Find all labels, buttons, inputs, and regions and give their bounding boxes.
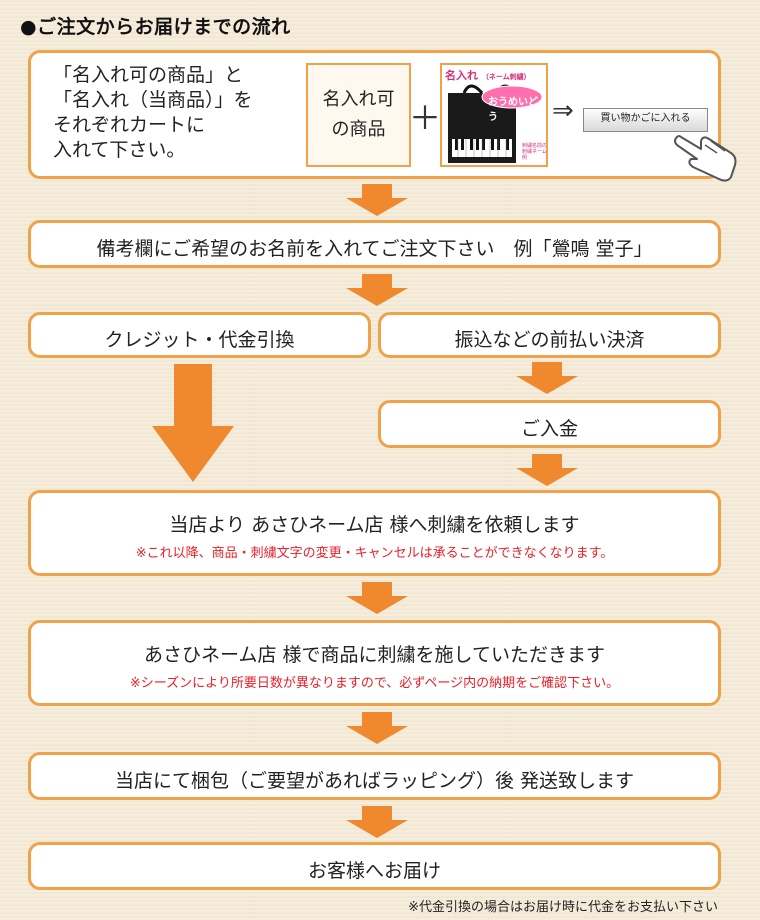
pointing-hand-icon bbox=[674, 135, 737, 182]
name-eligible-product-label: 名入れ可 の商品 bbox=[308, 85, 409, 145]
product-note: 刺繍名前の 刺繍ネーム例 bbox=[522, 143, 548, 161]
deposit-box: ご入金 bbox=[378, 400, 721, 448]
down-arrow-6 bbox=[346, 712, 408, 744]
step4-box: 当店より あさひネーム店 様へ刺繍を依頼します ※これ以降、商品・刺繍文字の変更… bbox=[28, 490, 721, 576]
product-subtitle-text: （ネーム刺繍） bbox=[481, 73, 531, 81]
down-arrow-7 bbox=[346, 806, 408, 838]
step6-box: 当店にて梱包（ご要望があればラッピング）後 発送致します bbox=[28, 752, 721, 800]
tote-bag-icon bbox=[448, 84, 543, 163]
step5-note: ※シーズンにより所要日数が異なりますので、必ずページ内の納期をご確認下さい。 bbox=[129, 676, 620, 691]
step5-box: あさひネーム店 様で商品に刺繍を施していただきます ※シーズンにより所要日数が異… bbox=[28, 620, 721, 706]
step2-box: 備考欄にご希望のお名前を入れてご注文下さい 例「鶯鳴 堂子」 bbox=[28, 220, 721, 268]
step6-text: 当店にて梱包（ご要望があればラッピング）後 発送致します bbox=[114, 770, 635, 792]
add-to-cart-button[interactable]: 買い物かごに入れる bbox=[583, 108, 708, 132]
down-arrow-1 bbox=[346, 184, 408, 216]
step5-text: あさひネーム店 様で商品に刺繍を施していただきます bbox=[144, 644, 605, 666]
step1-line-3: それぞれカートに bbox=[53, 114, 206, 136]
name-embroidery-product-image: 名入れ （ネーム刺繍） おうめいどう 刺繍名前の 刺繍ネーム例 bbox=[440, 63, 548, 167]
card-label-line-2: の商品 bbox=[331, 119, 386, 140]
down-arrow-4 bbox=[516, 454, 578, 486]
card-label-line-1: 名入れ可 bbox=[322, 89, 395, 110]
step1-box: 「名入れ可の商品」と 「名入れ（当商品）」を それぞれカートに 入れて下さい。 … bbox=[28, 50, 737, 182]
product-title: 名入れ （ネーム刺繍） bbox=[445, 67, 531, 83]
down-arrow-5 bbox=[346, 582, 408, 614]
step7-text: お客様へお届け bbox=[307, 860, 441, 882]
right-arrow-icon: ⇒ bbox=[552, 96, 574, 126]
down-arrow-3 bbox=[516, 362, 578, 394]
branch-credit-cod-text: クレジット・代金引換 bbox=[104, 329, 295, 351]
step7-box: お客様へお届け bbox=[28, 842, 721, 890]
page-title: ●ご注文からお届けまでの流れ bbox=[20, 16, 291, 38]
name-eligible-product-card: 名入れ可 の商品 bbox=[306, 63, 411, 167]
deposit-text: ご入金 bbox=[520, 418, 578, 440]
product-title-text: 名入れ bbox=[445, 69, 478, 82]
big-down-arrow bbox=[152, 364, 234, 482]
footer-note: ※代金引換の場合はお届け時に代金をお支払い下さい bbox=[408, 900, 718, 915]
plus-icon: ＋ bbox=[409, 99, 442, 137]
step4-text: 当店より あさひネーム店 様へ刺繍を依頼します bbox=[169, 514, 580, 536]
step1-instructions: 「名入れ可の商品」と 「名入れ（当商品）」を それぞれカートに 入れて下さい。 bbox=[53, 63, 253, 163]
branch-credit-cod-box: クレジット・代金引換 bbox=[28, 312, 371, 358]
product-sample-name: おうめいどう bbox=[488, 97, 538, 123]
down-arrow-2 bbox=[346, 274, 408, 306]
step4-note: ※これ以降、商品・刺繍文字の変更・キャンセルは承ることができなくなります。 bbox=[135, 546, 614, 561]
step1-line-4: 入れて下さい。 bbox=[53, 139, 186, 161]
step1-line-1: 「名入れ可の商品」と bbox=[53, 64, 244, 86]
step1-line-2: 「名入れ（当商品）」を bbox=[53, 89, 253, 111]
branch-prepayment-box: 振込などの前払い決済 bbox=[378, 312, 721, 358]
branch-prepayment-text: 振込などの前払い決済 bbox=[454, 329, 645, 351]
step2-text: 備考欄にご希望のお名前を入れてご注文下さい 例「鶯鳴 堂子」 bbox=[96, 238, 653, 260]
